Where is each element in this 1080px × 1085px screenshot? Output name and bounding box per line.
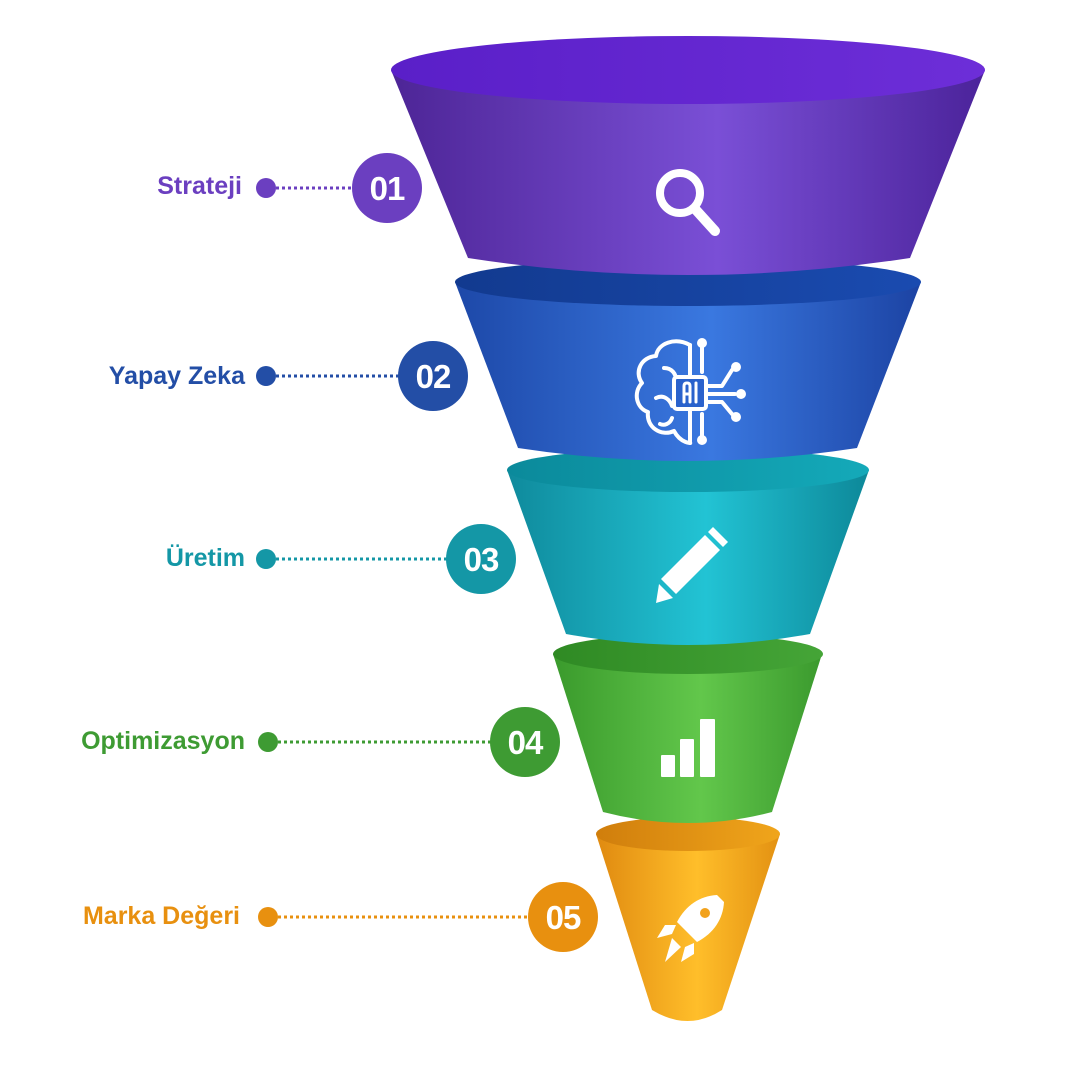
number-badge — [490, 707, 560, 777]
number-badge — [352, 153, 422, 223]
number-badge — [446, 524, 516, 594]
pencil-icon — [656, 527, 728, 603]
stage-label-03: Üretim — [165, 544, 245, 572]
stage-number-03: 03 — [464, 541, 499, 578]
funnel-segment-03 — [507, 448, 869, 645]
connector-dot — [258, 732, 278, 752]
connector-dot — [256, 549, 276, 569]
connector-dot — [258, 907, 278, 927]
stage-label-02: Yapay Zeka — [108, 362, 245, 390]
stage-number-05: 05 — [546, 899, 581, 936]
number-badge — [528, 882, 598, 952]
rocket-icon — [657, 895, 724, 962]
search-icon — [656, 169, 720, 236]
ai-brain-icon — [634, 338, 746, 446]
funnel-segment-04 — [553, 634, 823, 823]
stage-number-04: 04 — [508, 724, 544, 761]
connector-dot — [256, 178, 276, 198]
stage-label-04: Optimizasyon — [81, 727, 245, 755]
stage-number-02: 02 — [416, 358, 451, 395]
funnel-segment-01 — [391, 36, 985, 275]
stage-label-01: Strateji — [157, 172, 242, 200]
stage-label-05: Marka Değeri — [82, 902, 240, 930]
connectors: 01 02 03 04 05 — [256, 153, 598, 952]
stage-number-01: 01 — [370, 170, 405, 207]
bar-chart-icon — [661, 719, 715, 777]
number-badge — [398, 341, 468, 411]
connector-dot — [256, 366, 276, 386]
